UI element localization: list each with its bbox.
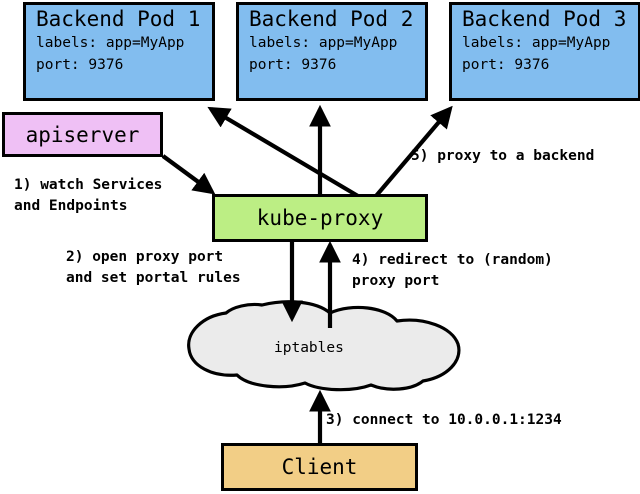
step-1-label-line2: and Endpoints — [14, 198, 128, 214]
kube-proxy-label: kube-proxy — [256, 206, 384, 230]
iptables-cloud-shape — [187, 300, 461, 392]
step-3-label: 3) connect to 10.0.0.1:1234 — [326, 412, 562, 428]
backend-pod-1-labels: labels: app=MyApp — [36, 35, 185, 51]
step-2-label-line1: 2) open proxy port — [66, 249, 224, 265]
arrow-kubeproxy-to-pod3 — [374, 105, 453, 198]
backend-pod-3-labels: labels: app=MyApp — [462, 35, 611, 51]
apiserver-box[interactable]: apiserver — [2, 112, 163, 157]
apiserver-label: apiserver — [25, 122, 140, 147]
backend-pod-1-port: port: 9376 — [36, 57, 124, 73]
step-5-label: 5) proxy to a backend — [411, 148, 595, 164]
backend-pod-2-port: port: 9376 — [249, 57, 337, 73]
iptables-label: iptables — [274, 340, 344, 356]
backend-pod-2-box[interactable]: Backend Pod 2 labels: app=MyApp port: 93… — [236, 2, 428, 101]
arrow-kubeproxy-to-pod1 — [207, 106, 360, 198]
client-label: Client — [281, 455, 358, 479]
client-box[interactable]: Client — [221, 443, 418, 491]
backend-pod-3-port: port: 9376 — [462, 57, 550, 73]
backend-pod-2-labels: labels: app=MyApp — [249, 35, 398, 51]
step-4-label-line2: proxy port — [352, 273, 440, 289]
backend-pod-1-title: Backend Pod 1 — [36, 7, 201, 31]
step-1-label-line1: 1) watch Services — [14, 177, 163, 193]
backend-pod-2-title: Backend Pod 2 — [249, 7, 414, 31]
backend-pod-3-title: Backend Pod 3 — [462, 7, 627, 31]
arrow-apiserver-to-kubeproxy — [161, 154, 216, 195]
backend-pod-1-box[interactable]: Backend Pod 1 labels: app=MyApp port: 93… — [23, 2, 215, 101]
step-2-label-line2: and set portal rules — [66, 270, 241, 286]
kube-proxy-box[interactable]: kube-proxy — [212, 194, 428, 242]
backend-pod-3-box[interactable]: Backend Pod 3 labels: app=MyApp port: 93… — [449, 2, 640, 101]
step-4-label-line1: 4) redirect to (random) — [352, 252, 553, 268]
